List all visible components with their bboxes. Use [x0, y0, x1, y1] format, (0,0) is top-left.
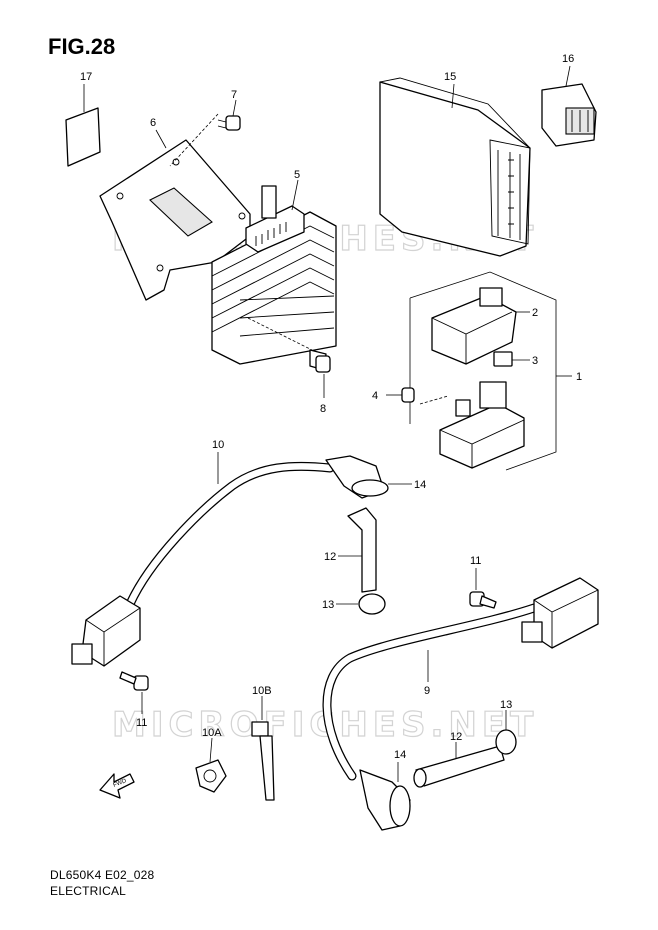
part-16-connector[interactable]: [541, 65, 597, 147]
callout-3: 3: [532, 355, 538, 367]
forward-label: FWD: [113, 778, 129, 789]
part-10-ignition-coil[interactable]: [71, 452, 335, 667]
callout-12-bottom: 12: [450, 731, 462, 743]
watermark-bottom: MICROFICHES.NET: [112, 705, 538, 745]
part-10a-clamp[interactable]: [195, 737, 227, 793]
part-6-bracket[interactable]: [99, 129, 251, 301]
part-12-plug-boot-bottom[interactable]: [413, 742, 505, 788]
part-4-screw[interactable]: [386, 387, 449, 405]
part-11-bolt-right[interactable]: [469, 568, 497, 609]
callout-15: 15: [444, 71, 456, 83]
callout-10a: 10A: [202, 727, 222, 739]
callout-10b: 10B: [252, 685, 272, 697]
callout-9: 9: [424, 685, 430, 697]
callout-11-left: 11: [136, 717, 147, 729]
part-2-relay-cover[interactable]: [431, 287, 530, 365]
callout-10: 10: [212, 439, 224, 451]
callout-8: 8: [320, 403, 326, 415]
callout-14-top: 14: [414, 479, 426, 491]
part-12-plug-boot-top[interactable]: [338, 507, 377, 593]
callout-14-bottom: 14: [394, 749, 406, 761]
part-11-bolt-left[interactable]: [119, 671, 149, 714]
callout-12-top: 12: [324, 551, 336, 563]
callout-16: 16: [562, 53, 574, 65]
part-5-regulator-rectifier[interactable]: [211, 179, 337, 365]
part-9-ignition-coil[interactable]: [322, 577, 599, 781]
part-14-plug-cap-bottom[interactable]: [359, 762, 411, 831]
starter-relay-body[interactable]: [439, 381, 525, 469]
callout-2: 2: [532, 307, 538, 319]
model-code: DL650K4 E02_028: [50, 868, 155, 882]
forward-arrow-icon: FWD: [99, 773, 135, 799]
part-13-seal-bottom[interactable]: [495, 710, 517, 755]
callout-13-bottom: 13: [500, 699, 512, 711]
callout-13-top: 13: [322, 599, 334, 611]
callout-1: 1: [576, 371, 582, 383]
part-10b-cable-tie[interactable]: [251, 696, 275, 801]
callout-11-right: 11: [470, 555, 481, 567]
part-3-fuse[interactable]: [493, 351, 530, 367]
part-13-seal-top[interactable]: [336, 593, 386, 615]
part-15-ecm[interactable]: [379, 77, 531, 257]
part-1-starter-relay-set[interactable]: [409, 271, 572, 471]
callout-7: 7: [231, 89, 237, 101]
section-name: ELECTRICAL: [50, 884, 127, 898]
part-17-label-sticker[interactable]: [65, 84, 101, 167]
figure-title: FIG.28: [48, 34, 116, 59]
callout-6: 6: [150, 117, 156, 129]
callout-4: 4: [372, 390, 378, 402]
callout-17: 17: [80, 71, 92, 83]
callout-5: 5: [294, 169, 300, 181]
part-14-plug-cap-top[interactable]: [325, 455, 412, 499]
part-7-screw[interactable]: [169, 99, 241, 167]
part-8-bolt[interactable]: [309, 349, 331, 398]
